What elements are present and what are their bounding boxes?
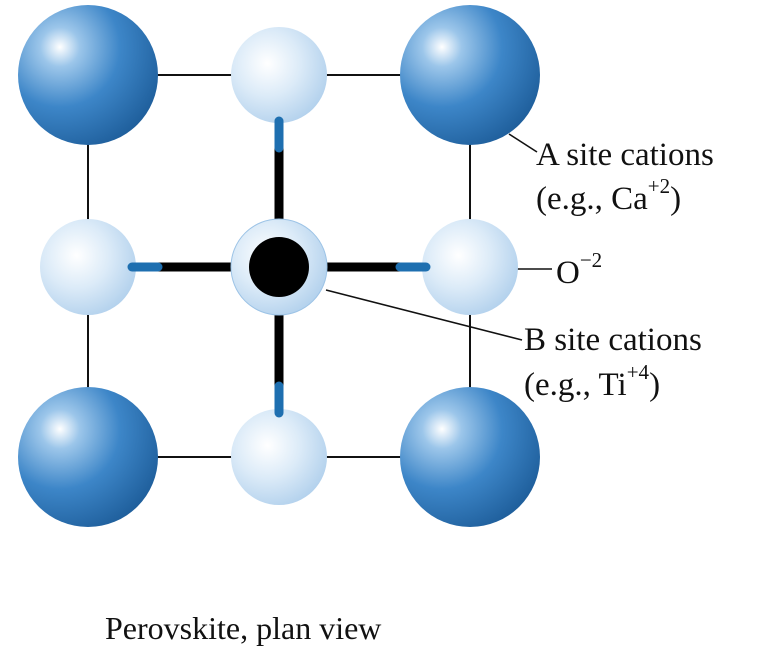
oxygen-charge: −2 (579, 248, 603, 272)
b-site-label-text: B site cations (524, 322, 702, 358)
oxygen-sphere-left (40, 219, 136, 315)
oxygen-sphere-bottom (231, 409, 327, 505)
a-site-label-text: A site cations (536, 137, 714, 173)
b-site-label: B site cations (524, 321, 702, 359)
a-site-example-suffix: ) (670, 181, 682, 217)
a-site-example-label: (e.g., Ca+2) (536, 176, 682, 218)
oxygen-sphere-right (422, 219, 518, 315)
a-site-example-charge: +2 (647, 174, 671, 198)
oxygen-spheres (40, 27, 518, 505)
a-site-sphere-top-left (18, 5, 158, 145)
b-site-cation (249, 237, 309, 297)
b-site-example-charge: +4 (626, 360, 650, 384)
b-site-example-suffix: ) (649, 367, 661, 403)
a-site-example-prefix: (e.g., Ca (536, 181, 648, 217)
a-site-spheres (18, 5, 540, 527)
oxygen-label: O−2 (556, 250, 602, 292)
a-site-sphere-top-right (400, 5, 540, 145)
leader-a-site (508, 133, 538, 153)
oxygen-sphere-top (231, 27, 327, 123)
a-site-sphere-bottom-left (18, 387, 158, 527)
b-site-example-prefix: (e.g., Ti (524, 367, 627, 403)
a-site-label: A site cations (536, 136, 714, 174)
leader-b-site (325, 289, 523, 341)
diagram-caption: Perovskite, plan view (105, 610, 382, 646)
a-site-sphere-bottom-right (400, 387, 540, 527)
oxygen-label-text: O (556, 255, 580, 291)
b-site-example-label: (e.g., Ti+4) (524, 362, 661, 404)
